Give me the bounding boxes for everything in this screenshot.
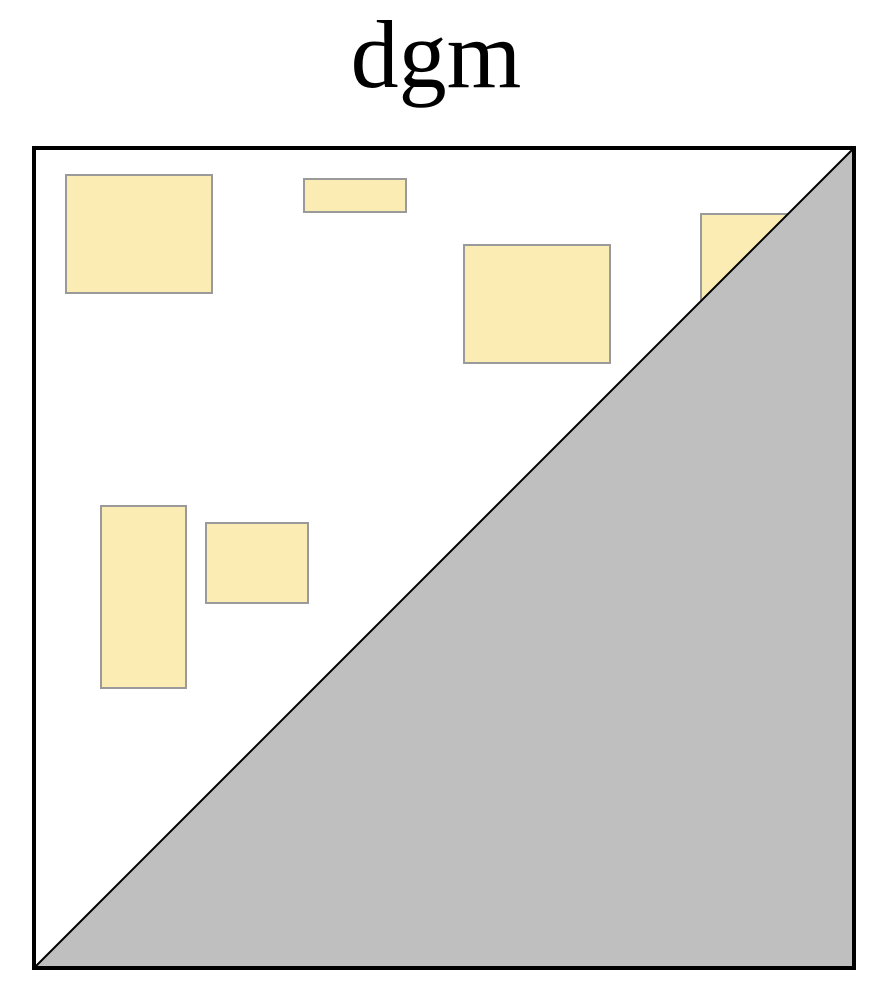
block-rectangle-3 (463, 244, 611, 364)
block-rectangle-6 (205, 522, 309, 604)
diagram-title: dgm (350, 1, 522, 108)
frame-border (32, 146, 856, 970)
block-rectangle-5 (100, 505, 187, 689)
block-rectangle-1 (65, 174, 213, 294)
diagonal-line (33, 147, 855, 969)
block-rectangle-2 (303, 178, 407, 213)
